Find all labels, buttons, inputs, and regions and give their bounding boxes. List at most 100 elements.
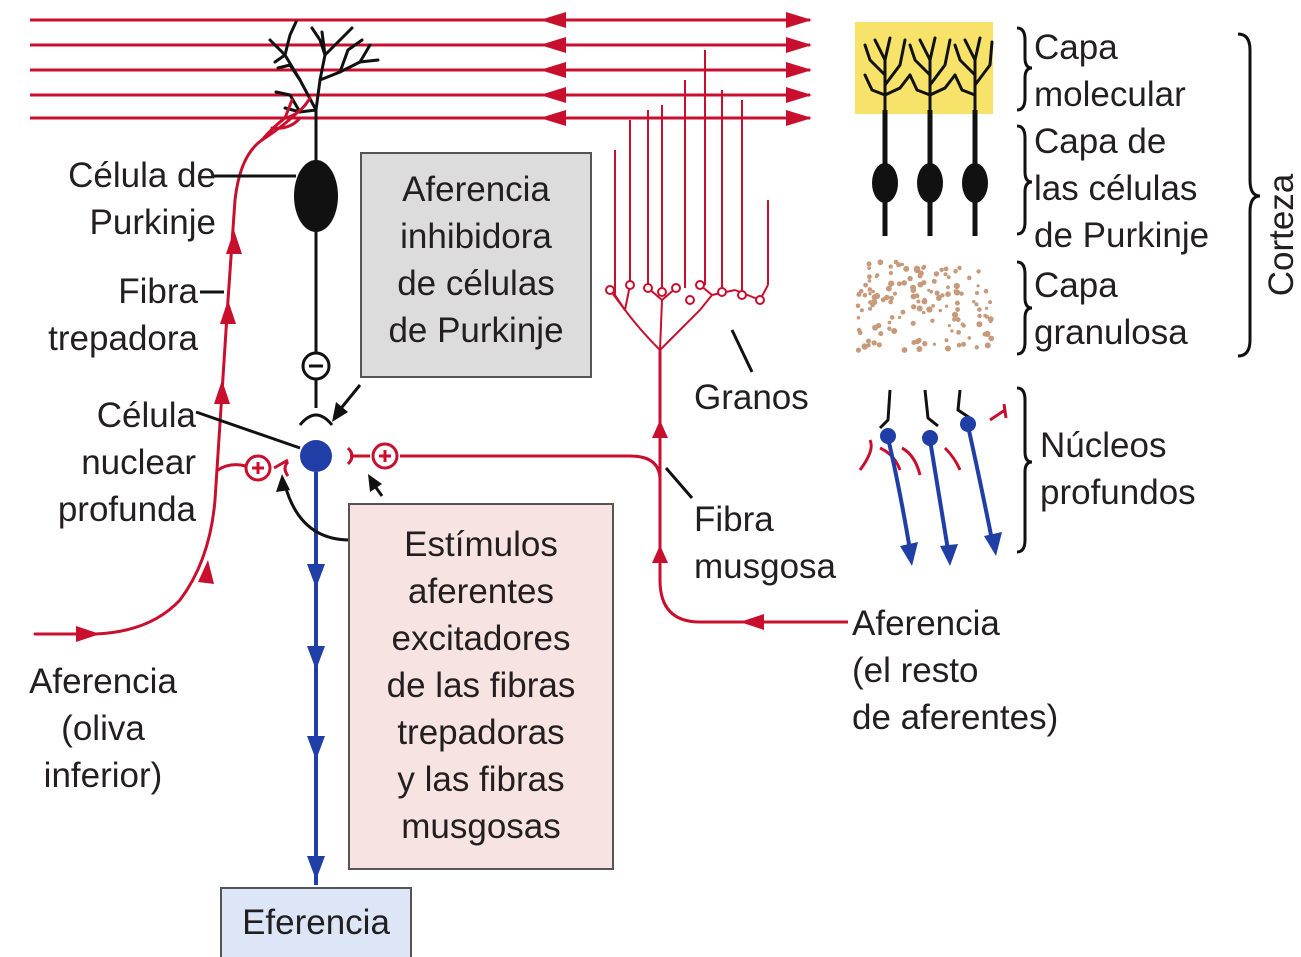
granule-cells [605, 50, 769, 351]
granule-dot [967, 336, 972, 340]
granule-dot [888, 280, 895, 287]
granule-dot [938, 308, 942, 313]
granule-dot [972, 300, 976, 304]
granule-dot [934, 290, 940, 296]
granule-dot [900, 309, 906, 315]
granule-dot [872, 324, 879, 331]
granule-dot [983, 288, 989, 294]
excitatory-input-box: Estímulos aferentes excitadores de las f… [348, 503, 614, 870]
granule-dot [976, 269, 981, 274]
granule-dot [944, 338, 949, 343]
granule-dot [940, 293, 945, 298]
granule-dot [867, 287, 873, 292]
granule-dot [886, 295, 890, 299]
granule-dot [988, 300, 993, 305]
label-deep-nuclei: Núcleos profundos [1040, 426, 1196, 512]
granule-dot [922, 340, 928, 347]
label-granule-cells: Granos [694, 378, 809, 417]
label-purkinje-layer: Capa de las células de Purkinje [1034, 122, 1210, 255]
granule-dot [967, 275, 972, 281]
granule-dot [922, 299, 928, 305]
label-cortex: Corteza [1262, 173, 1301, 297]
granule-dot [956, 342, 962, 348]
granule-dot [910, 287, 917, 293]
granule-dot [876, 342, 882, 348]
fibra-musgosa-pointer [664, 467, 694, 499]
deep-nuclear-pointer [195, 410, 301, 450]
granule-dot [903, 265, 910, 272]
parallel-fiber-arrowheads [540, 12, 812, 126]
purkinje-layer-neurons [872, 110, 988, 236]
inhibitory-input-box: Aferencia inhibidora de células de Purki… [360, 152, 592, 378]
label-purkinje-cell: Célula de Purkinje [68, 156, 216, 242]
granule-dot [988, 319, 993, 324]
granule-dot [873, 292, 881, 300]
granule-dot [868, 306, 873, 311]
granule-dot [957, 265, 962, 271]
climbing-fiber [33, 96, 312, 636]
granule-dot [929, 289, 934, 294]
granule-dot [866, 338, 871, 344]
label-climbing-fiber: Fibra trepadora [48, 272, 198, 358]
granule-dot [871, 340, 877, 346]
granule-dot [952, 317, 957, 322]
label-granular-layer: Capa granulosa [1034, 266, 1188, 352]
efferent-box: Eferencia [220, 887, 412, 957]
granule-dot [888, 264, 893, 269]
granule-dot [877, 259, 884, 266]
granule-dot [856, 291, 862, 297]
excitatory-synapse-icon-mossy [346, 442, 399, 470]
granule-dot [916, 346, 923, 352]
granule-dot [897, 315, 902, 320]
granule-dot [889, 315, 895, 320]
granule-dot [943, 272, 948, 277]
granule-dot [939, 267, 944, 272]
granule-dot [859, 288, 864, 294]
granule-dot [911, 340, 917, 345]
granule-dot [866, 343, 871, 348]
granule-dot [907, 275, 913, 282]
granule-dot [868, 292, 872, 296]
granule-dot [855, 347, 862, 353]
granule-dot [861, 343, 868, 350]
granule-dot [984, 342, 991, 349]
granule-dot [927, 288, 931, 292]
granular-layer-dots [855, 259, 995, 353]
granule-dot [891, 328, 898, 334]
granule-dot [859, 308, 864, 313]
excitatory-synapse-icon-climbing [244, 454, 290, 482]
granule-dot [933, 271, 940, 277]
granule-dot [974, 345, 979, 350]
granule-dot [976, 284, 980, 288]
granule-dot [944, 304, 949, 308]
granule-dot [916, 305, 923, 312]
granule-dot [887, 320, 892, 325]
granule-dot [956, 330, 961, 335]
deep-nuclear-cell [300, 440, 332, 472]
granule-dot [871, 289, 875, 294]
granule-dot [866, 261, 872, 267]
mossy-fiber [400, 350, 848, 624]
granule-dot [984, 306, 989, 310]
label-mossy-fiber: Fibra musgosa [694, 500, 837, 586]
label-deep-nuclear-cell: Célula nuclear profunda [57, 396, 196, 529]
granule-dot [975, 291, 979, 295]
granule-dot [913, 265, 921, 272]
granule-dot [867, 266, 871, 271]
efferent-axon [307, 472, 325, 885]
granule-dot [867, 274, 872, 280]
granule-dot [983, 313, 987, 318]
granule-dot [977, 313, 982, 319]
granule-dot [901, 347, 908, 353]
granule-dot [951, 311, 959, 318]
granule-dot [867, 279, 872, 283]
granule-dot [974, 302, 979, 307]
granule-dot [943, 266, 949, 272]
deep-nuclei-neurons [858, 389, 1008, 566]
granule-dot [947, 324, 951, 328]
granule-dot [901, 280, 907, 286]
granule-dot [953, 289, 957, 293]
granule-dot [917, 273, 923, 279]
granule-dot [887, 326, 892, 331]
